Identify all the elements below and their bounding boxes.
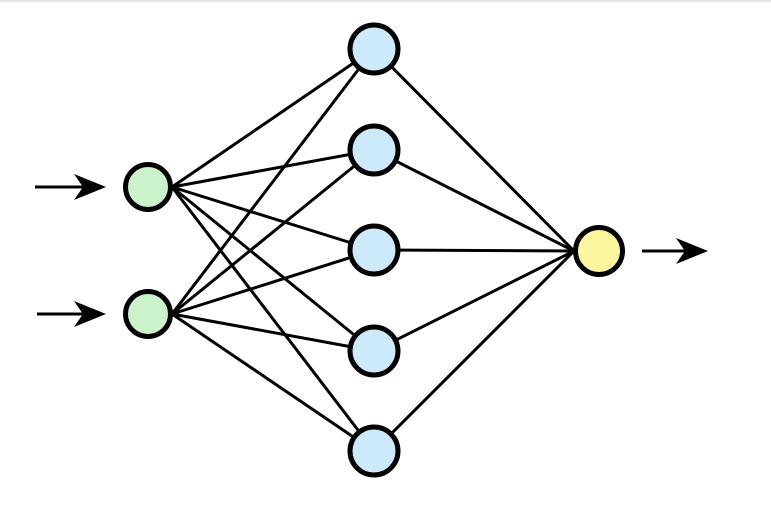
edge-hidden-node-5-to-output-node-1 xyxy=(372,249,576,453)
hidden-node-5 xyxy=(347,424,401,478)
input-arrow-1 xyxy=(35,174,106,200)
edge-hidden-node-2-to-output-node-1 xyxy=(373,148,575,253)
edge-input-node-2-to-hidden-node-5 xyxy=(171,312,375,453)
edge-hidden-node-4-to-output-node-1 xyxy=(373,249,575,353)
hidden-node-3 xyxy=(347,223,401,277)
top-border-line xyxy=(0,0,771,2)
input-arrow-2-head xyxy=(74,301,106,327)
edge-input-node-1-to-hidden-node-5 xyxy=(170,186,376,452)
input-node-2 xyxy=(123,289,173,339)
edge-input-node-1-to-hidden-node-1 xyxy=(171,47,375,189)
edge-input-node-2-to-hidden-node-3 xyxy=(171,248,375,316)
output-arrow-head xyxy=(676,238,708,264)
input-arrow-1-head xyxy=(74,174,106,200)
edge-input-node-1-to-hidden-node-4 xyxy=(171,185,375,353)
edge-input-node-1-to-hidden-node-2 xyxy=(171,148,375,189)
edge-hidden-node-3-to-output-node-1 xyxy=(373,248,575,253)
edge-hidden-node-1-to-output-node-1 xyxy=(372,47,576,253)
hidden-node-2 xyxy=(347,123,401,177)
edge-input-node-1-to-hidden-node-3 xyxy=(171,185,375,252)
input-node-1 xyxy=(123,162,173,212)
hidden-node-1 xyxy=(347,22,401,76)
edge-input-node-2-to-hidden-node-4 xyxy=(171,312,375,353)
hidden-node-4 xyxy=(347,324,401,378)
output-node-1 xyxy=(573,225,625,277)
edge-input-node-2-to-hidden-node-2 xyxy=(171,148,375,316)
output-arrow xyxy=(642,238,708,264)
edge-input-node-2-to-hidden-node-1 xyxy=(170,48,376,315)
input-arrow-2 xyxy=(37,301,106,327)
